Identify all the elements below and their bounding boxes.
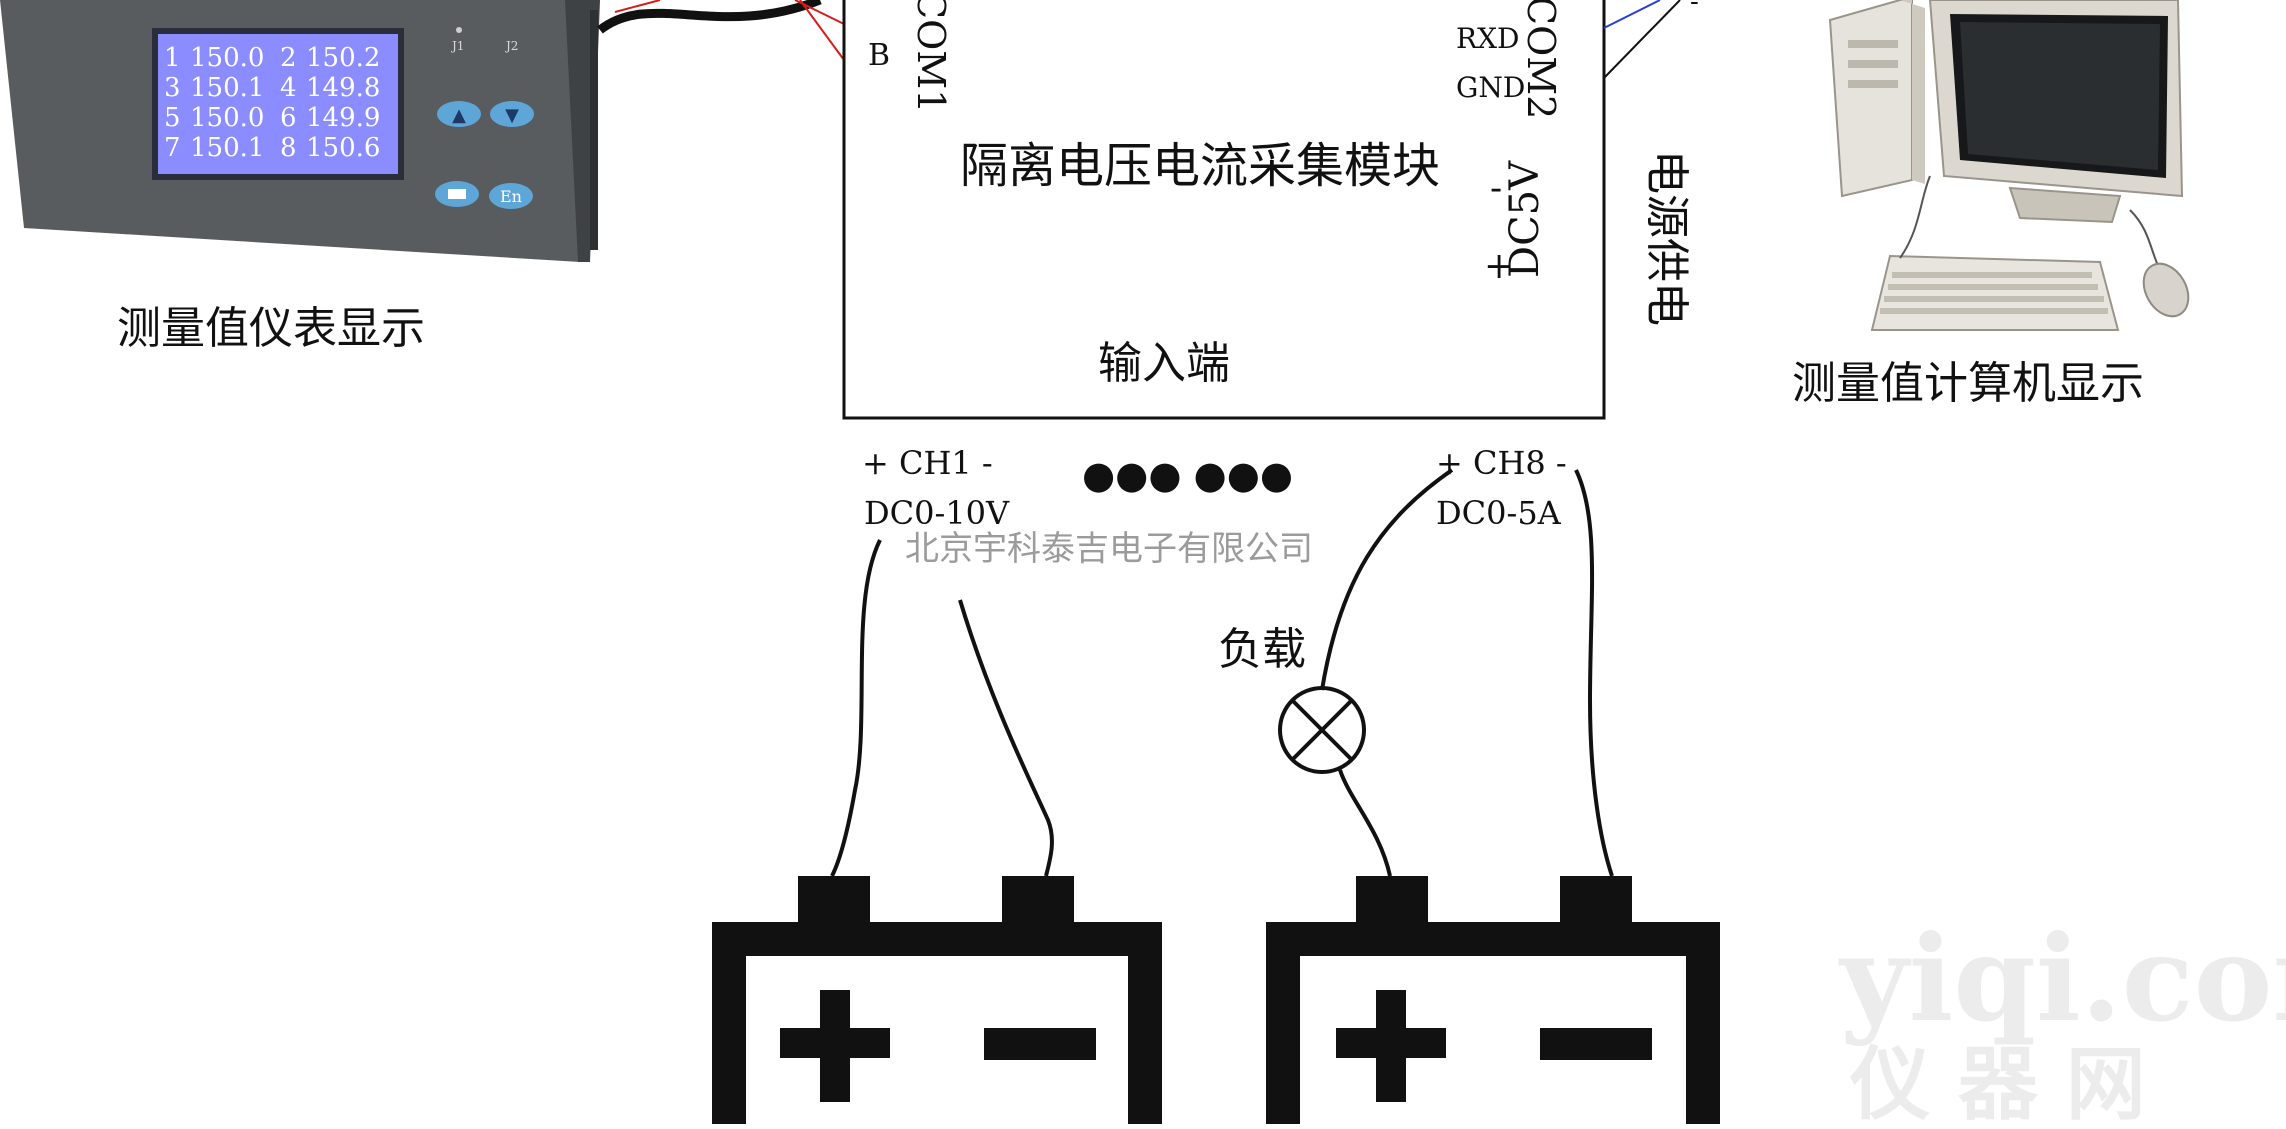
com2-cable (1603, 0, 1681, 79)
reading-ch-2: 2 (280, 43, 297, 73)
site-watermark-line2: 仪 器 网 (1849, 1037, 2146, 1124)
reading-value-6: 149.9 (306, 103, 380, 133)
load-label: 负载 (1218, 624, 1306, 675)
meter-up-button[interactable]: ▲ (437, 101, 481, 127)
reading-ch-5: 5 (164, 103, 181, 133)
battery-2-minus-icon (1540, 1028, 1652, 1060)
site-watermark: yiqi.com 仪 器 网 (1838, 909, 2286, 1129)
rxd-label: RXD (1456, 22, 1519, 55)
reading-ch-3: 3 (164, 73, 181, 103)
reading-value-4: 149.8 (306, 73, 380, 103)
reading-ch-7: 7 (164, 133, 181, 163)
ch1-range: DC0-10V (864, 494, 1010, 532)
load-lamp-icon (1278, 686, 1366, 774)
meter-down-button[interactable]: ▼ (490, 101, 534, 127)
enter-label: En (500, 187, 522, 206)
reading-value-3: 150.1 (190, 73, 264, 103)
battery-2-plus-icon (1336, 990, 1446, 1102)
company-watermark: 北京宇科泰吉电子有限公司 (905, 529, 1313, 569)
battery-1 (712, 876, 1162, 1129)
battery-2 (1266, 876, 1720, 1129)
site-watermark-line1: yiqi.com (1838, 909, 2286, 1048)
meter-caption: 测量值仪表显示 (117, 303, 425, 354)
rs485-cable (597, 0, 845, 61)
power-supply-label: 电源供电 (1641, 150, 1692, 326)
reading-value-1: 150.0 (190, 43, 264, 73)
reading-value-7: 150.1 (190, 133, 264, 163)
reading-value-2: 150.2 (306, 43, 380, 73)
ch1-label: + CH1 - (862, 444, 993, 482)
dc5v-label: DC5V (1502, 160, 1548, 278)
meter-enter-button[interactable]: En (489, 183, 533, 209)
key-label-j2: J2 (504, 39, 518, 53)
meter-readings: 1 150.0 2 150.2 3 150.1 4 149.8 5 150.0 … (164, 43, 380, 163)
key-label-j1: J1 (450, 39, 464, 53)
com2-label: COM2 (1519, 0, 1563, 119)
reading-value-5: 150.0 (190, 103, 264, 133)
ch8-label: + CH8 - (1436, 444, 1567, 482)
power-minus: - (1490, 168, 1502, 209)
reading-ch-6: 6 (280, 103, 297, 133)
battery-1-minus-icon (984, 1028, 1096, 1060)
meter-panel: 1 150.0 2 150.2 3 150.1 4 149.8 5 150.0 … (0, 0, 600, 262)
computer-illustration (1828, 0, 2190, 331)
computer-top-mark: - (1690, 0, 1699, 17)
mouse (2129, 209, 2190, 318)
reading-ch-1: 1 (164, 43, 181, 73)
wiring (830, 468, 1614, 877)
com1-label: COM1 (909, 0, 953, 113)
pc-tower (1828, 0, 1925, 198)
reading-ch-4: 4 (280, 73, 297, 103)
acquisition-module: COM1 B COM2 RXD GND 隔离电压电流采集模块 DC5V - + … (842, 0, 1606, 420)
reading-ch-8: 8 (280, 133, 297, 163)
channel-ellipsis: ●●● ●●● (1082, 453, 1293, 497)
down-arrow-icon: ▼ (505, 105, 519, 126)
meter-menu-button[interactable] (435, 181, 479, 207)
battery-1-plus-icon (780, 990, 890, 1102)
keyboard (1870, 254, 2120, 331)
reading-value-8: 150.6 (306, 133, 380, 163)
gnd-label: GND (1456, 71, 1525, 104)
input-label: 输入端 (1098, 338, 1230, 389)
ch8-range: DC0-5A (1436, 494, 1562, 532)
menu-icon (448, 189, 466, 199)
com1-pin-b: B (868, 38, 890, 73)
computer-caption: 测量值计算机显示 (1792, 358, 2144, 409)
module-title: 隔离电压电流采集模块 (960, 138, 1440, 194)
monitor (1928, 0, 2184, 224)
meter-screen (152, 28, 404, 180)
up-arrow-icon: ▲ (452, 105, 466, 126)
power-plus: + (1484, 246, 1514, 287)
